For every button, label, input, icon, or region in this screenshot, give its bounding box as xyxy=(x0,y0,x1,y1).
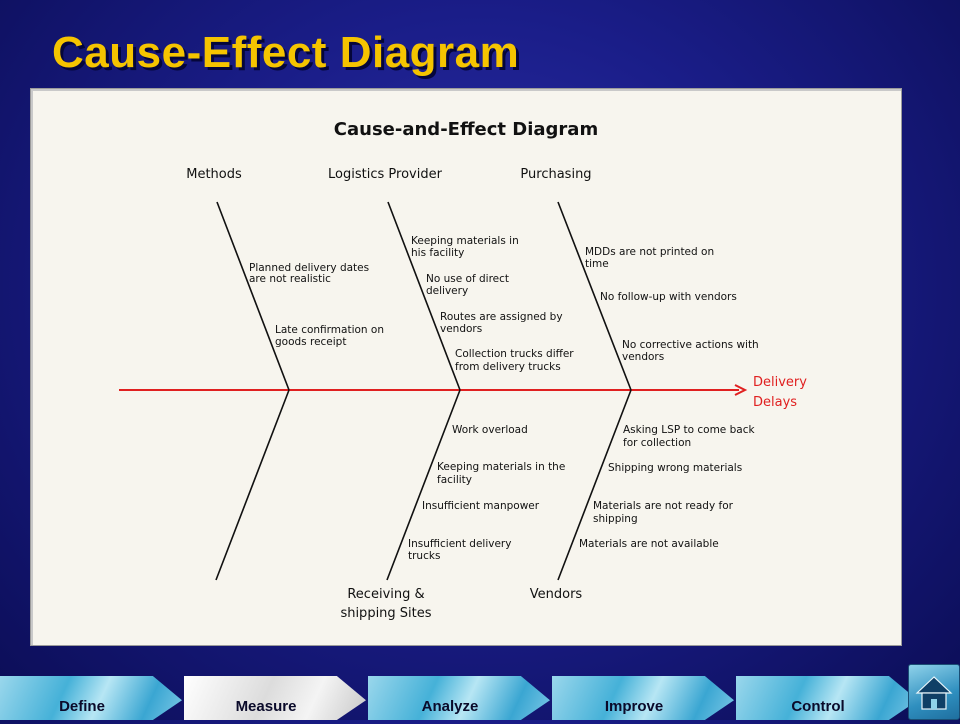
cause-receiving-3-line1: Insufficient manpower xyxy=(422,500,540,512)
cause-purchasing-1-line2: time xyxy=(585,258,609,270)
bone-vendors xyxy=(557,389,632,581)
spine-arrowhead xyxy=(734,384,748,396)
category-logistics-provider: Logistics Provider xyxy=(328,167,443,182)
nav-tab-analyze-label: Analyze xyxy=(421,698,479,715)
cause-logistics-3-line1: Routes are assigned by xyxy=(440,311,563,323)
nav-tab-define[interactable]: Define xyxy=(0,676,182,720)
nav-tab-control[interactable]: Control xyxy=(736,676,918,720)
cause-vendors-3-line2: shipping xyxy=(593,513,638,525)
cause-receiving-4-line2: trucks xyxy=(408,550,440,562)
category-receiving-shipping-line2: shipping Sites xyxy=(340,606,431,621)
bone-methods-lower xyxy=(215,389,290,581)
category-vendors: Vendors xyxy=(530,587,583,602)
bone-receiving-shipping xyxy=(386,389,461,581)
bone-methods xyxy=(216,201,290,391)
nav-tab-measure-label: Measure xyxy=(235,698,297,715)
cause-receiving-2-line1: Keeping materials in the xyxy=(437,461,565,473)
bone-purchasing xyxy=(557,201,632,391)
cause-logistics-4-line1: Collection trucks differ xyxy=(455,348,574,360)
cause-vendors-1-line2: for collection xyxy=(623,437,691,449)
nav-tab-improve[interactable]: Improve xyxy=(552,676,734,720)
dmaic-nav-bar: Define Measure Analyze Improve Control xyxy=(0,676,960,720)
cause-methods-2-line2: goods receipt xyxy=(275,336,346,348)
cause-vendors-4-line1: Materials are not available xyxy=(579,538,719,550)
cause-methods-1-line2: are not realistic xyxy=(249,273,331,285)
cause-purchasing-3-line1: No corrective actions with xyxy=(622,339,759,351)
cause-logistics-2-line2: delivery xyxy=(426,285,468,297)
cause-methods-1-line1: Planned delivery dates xyxy=(249,262,369,274)
diagram-title: Cause-and-Effect Diagram xyxy=(334,119,598,140)
cause-methods-2-line1: Late confirmation on xyxy=(275,324,384,336)
cause-logistics-1-line2: his facility xyxy=(411,247,464,259)
cause-logistics-4-line2: from delivery trucks xyxy=(455,361,561,373)
cause-purchasing-2-line1: No follow-up with vendors xyxy=(600,291,737,303)
fishbone-diagram: Cause-and-Effect Diagram Methods Logisti… xyxy=(119,119,807,621)
cause-receiving-1-line1: Work overload xyxy=(452,424,528,436)
cause-purchasing-3-line2: vendors xyxy=(622,351,664,363)
cause-purchasing-1-line1: MDDs are not printed on xyxy=(585,246,714,258)
effect-label-line1: Delivery xyxy=(753,375,807,390)
cause-logistics-3-line2: vendors xyxy=(440,323,482,335)
nav-tab-improve-label: Improve xyxy=(604,698,664,715)
cause-logistics-2-line1: No use of direct xyxy=(426,273,509,285)
diagram-panel: Cause-and-Effect Diagram Methods Logisti… xyxy=(30,88,902,646)
category-receiving-shipping-line1: Receiving & xyxy=(347,587,424,602)
slide-title: Cause-Effect Diagram xyxy=(52,28,520,77)
cause-logistics-1-line1: Keeping materials in xyxy=(411,235,519,247)
effect-label-line2: Delays xyxy=(753,395,797,410)
cause-vendors-1-line1: Asking LSP to come back xyxy=(623,424,755,436)
nav-tab-control-label: Control xyxy=(791,698,845,715)
cause-vendors-3-line1: Materials are not ready for xyxy=(593,500,734,512)
bone-logistics-provider xyxy=(387,201,461,391)
category-methods: Methods xyxy=(186,167,242,182)
home-icon xyxy=(915,676,953,710)
cause-receiving-2-line2: facility xyxy=(437,474,472,486)
nav-tab-analyze[interactable]: Analyze xyxy=(368,676,550,720)
nav-tab-define-label: Define xyxy=(59,698,105,715)
nav-tab-measure[interactable]: Measure xyxy=(184,676,366,720)
category-purchasing: Purchasing xyxy=(520,167,591,182)
cause-vendors-2-line1: Shipping wrong materials xyxy=(608,462,742,474)
cause-receiving-4-line1: Insufficient delivery xyxy=(408,538,511,550)
home-button[interactable] xyxy=(908,664,960,720)
